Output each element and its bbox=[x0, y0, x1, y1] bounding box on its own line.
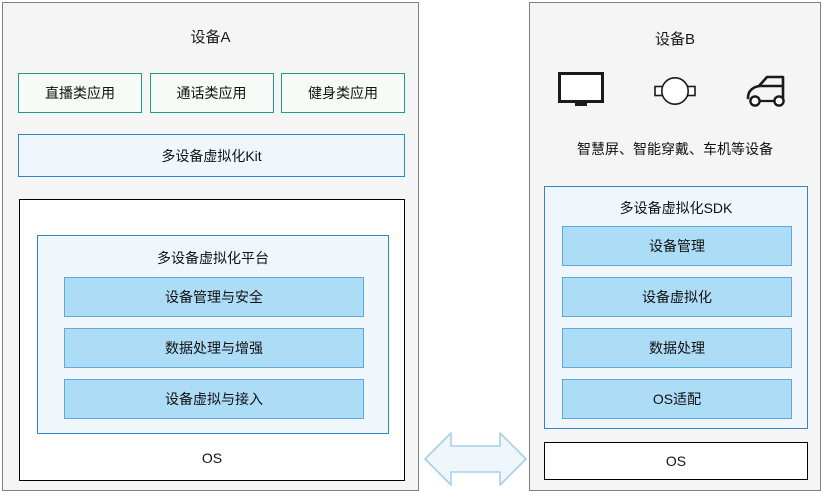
sdk-module-device-management[interactable]: 设备管理 bbox=[562, 226, 792, 266]
platform-title: 多设备虚拟化平台 bbox=[157, 250, 269, 266]
multi-device-virtualization-platform-box: 多设备虚拟化平台 设备管理与安全 数据处理与增强 设备虚拟与接入 bbox=[37, 235, 389, 434]
device-b-icon-row bbox=[530, 65, 820, 117]
multi-device-virtualization-sdk-box: 多设备虚拟化SDK 设备管理 设备虚拟化 数据处理 OS适配 bbox=[544, 186, 808, 429]
platform-module-data-processing-enhancement[interactable]: 数据处理与增强 bbox=[64, 328, 364, 368]
platform-module-device-virtualization-access[interactable]: 设备虚拟与接入 bbox=[64, 379, 364, 419]
app-box-call[interactable]: 通话类应用 bbox=[149, 73, 274, 113]
smart-wearable-icon bbox=[646, 65, 704, 117]
device-a-os-container: 多设备虚拟化平台 设备管理与安全 数据处理与增强 设备虚拟与接入 OS bbox=[19, 199, 405, 481]
app-box-fitness[interactable]: 健身类应用 bbox=[281, 73, 405, 113]
sdk-module-list: 设备管理 设备虚拟化 数据处理 OS适配 bbox=[562, 226, 792, 419]
platform-module-list: 设备管理与安全 数据处理与增强 设备虚拟与接入 bbox=[64, 277, 364, 419]
device-b-panel: 设备B bbox=[529, 2, 821, 491]
sdk-module-os-adaptation[interactable]: OS适配 bbox=[562, 379, 792, 419]
device-a-os-label: OS bbox=[201, 450, 223, 466]
bidirectional-arrow bbox=[424, 430, 527, 488]
sdk-module-device-virtualization[interactable]: 设备虚拟化 bbox=[562, 277, 792, 317]
device-a-app-row: 直播类应用 通话类应用 健身类应用 bbox=[18, 73, 405, 113]
platform-module-device-management-security[interactable]: 设备管理与安全 bbox=[64, 277, 364, 317]
app-box-live[interactable]: 直播类应用 bbox=[18, 73, 142, 113]
sdk-title: 多设备虚拟化SDK bbox=[619, 200, 733, 216]
car-machine-icon bbox=[740, 65, 798, 117]
multi-device-virtualization-kit-box[interactable]: 多设备虚拟化Kit bbox=[18, 134, 405, 177]
device-a-title: 设备A bbox=[190, 29, 231, 46]
sdk-module-data-processing[interactable]: 数据处理 bbox=[562, 328, 792, 368]
device-b-title: 设备B bbox=[654, 31, 695, 48]
device-b-caption: 智慧屏、智能穿戴、车机等设备 bbox=[577, 141, 773, 157]
smart-screen-icon bbox=[552, 65, 610, 117]
device-b-os-box: OS bbox=[544, 442, 808, 480]
device-a-panel: 设备A 直播类应用 通话类应用 健身类应用 多设备虚拟化Kit 多设备虚拟化平台… bbox=[2, 2, 419, 491]
